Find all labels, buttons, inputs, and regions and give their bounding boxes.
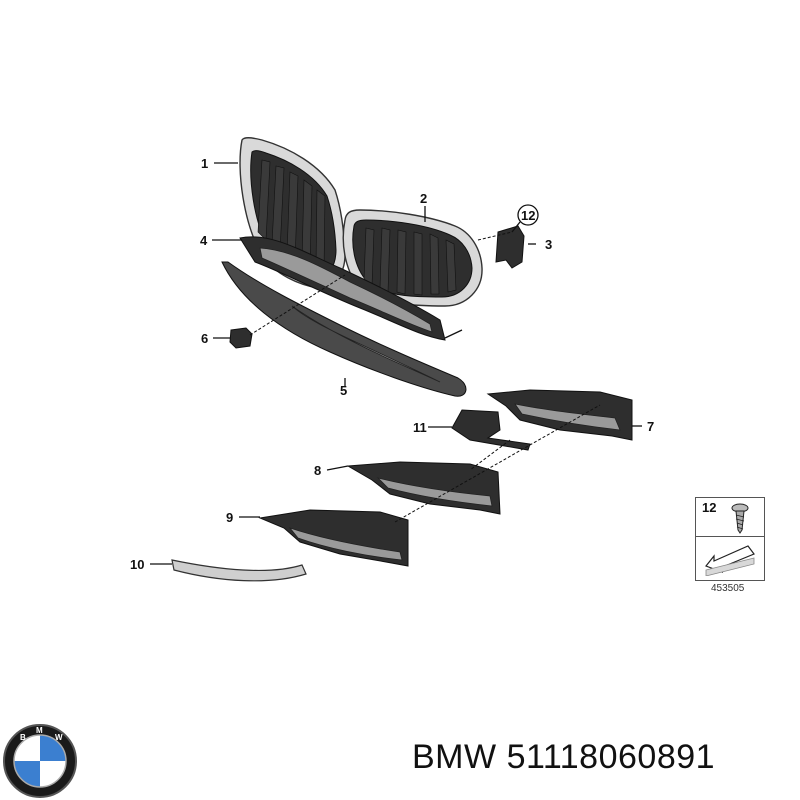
bmw-logo-letter-b: B [20,733,26,742]
bmw-roundel-icon: B M W [3,724,77,798]
lower-grille-trim [221,261,467,397]
callout-6: 6 [201,331,208,346]
legend-item-number: 12 [702,500,717,515]
trim-bracket [451,409,531,451]
callout-2: 2 [420,191,427,206]
callout-11: 11 [413,420,427,435]
center-air-inlet-trim [346,461,501,515]
arrow-icon [705,545,755,576]
callout-12: 12 [521,208,535,223]
part-number: 51118060891 [506,738,716,776]
callout-4: 4 [200,233,208,248]
bmw-logo-letter-w: W [55,733,63,742]
brand-name: BMW [412,738,497,776]
chrome-trim-strip [171,559,307,582]
right-air-inlet-trim [486,389,633,441]
callout-8: 8 [314,463,321,478]
document-number: 453505 [711,583,745,594]
callout-10: 10 [130,557,144,572]
callout-7: 7 [647,419,654,434]
bmw-logo-letter-m: M [36,726,43,735]
callout-labels: 1 2 3 4 5 6 7 8 9 10 11 12 [130,156,654,572]
sensor-clip [229,327,253,349]
grille-carrier [239,236,463,341]
screw-icon [731,503,749,534]
callout-1: 1 [201,156,208,171]
fastener-legend: 12 [695,497,765,581]
legend-divider [696,536,764,537]
assembly-lines [249,231,601,523]
callout-9: 9 [226,510,233,525]
grille-bracket [495,225,525,269]
leader-lines [150,162,642,565]
callout-12-circle [517,204,539,226]
callout-3: 3 [545,237,552,252]
right-kidney-grille [342,209,483,307]
callout-5: 5 [340,383,347,398]
left-air-inlet-trim [258,509,409,567]
